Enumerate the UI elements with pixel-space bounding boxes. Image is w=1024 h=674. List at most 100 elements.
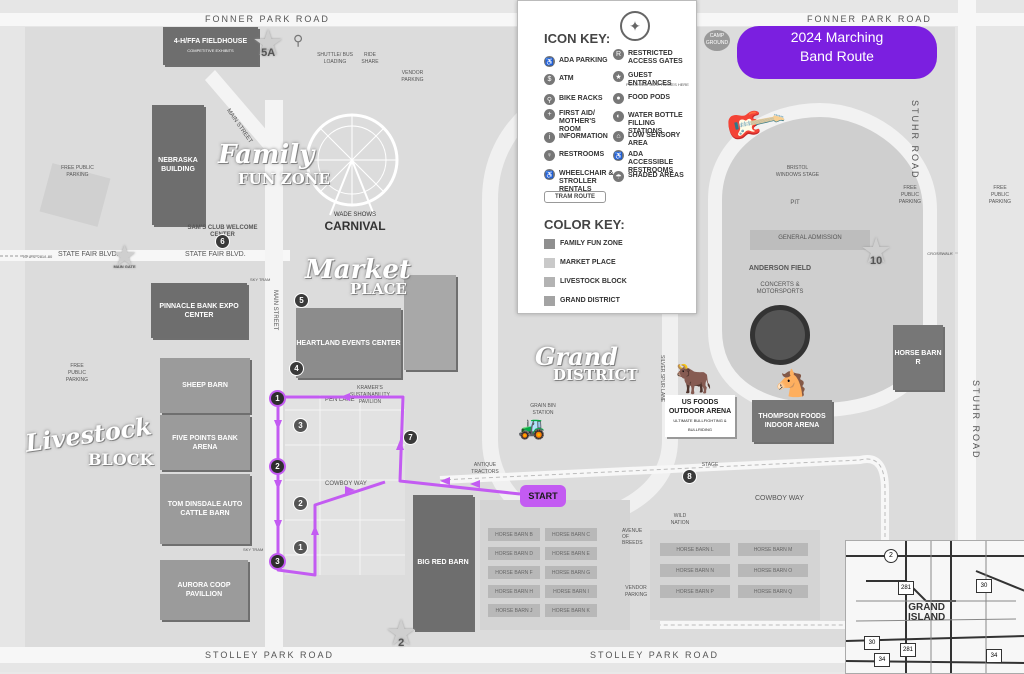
food-pod-5-label: 5 [299, 296, 304, 305]
route-start-marker[interactable]: START [520, 485, 566, 507]
zone-market-subtitle: PLACE [350, 280, 407, 298]
road-label-pen-lane: PEN LANE [325, 397, 355, 403]
label-grain-bin: GRAIN BIN STATION [530, 403, 556, 416]
us-foods-label: US FOODS OUTDOOR ARENA [668, 399, 732, 415]
icon-key-label: LOW SENSORY AREA [628, 132, 681, 147]
icon-key-label: ATM [559, 75, 574, 82]
label-stage: STAGE [701, 462, 719, 468]
guest-entrance-icon: ★ [613, 71, 624, 82]
label-vendor-parking: VENDOR PARKING [401, 70, 424, 83]
route-stop-2-label: 2 [275, 462, 280, 471]
combine-icon: 🚜 [518, 415, 546, 440]
icon-key-label: FIRST AID/ MOTHER'S ROOM [559, 110, 596, 133]
building-big-red-barn[interactable]: BIG RED BARN [413, 495, 473, 630]
route-stop-1-label: 1 [275, 394, 280, 403]
route-stop-1[interactable]: 1 [269, 390, 286, 407]
map-legend: ICON KEY: ✦ ♿ADA PARKING$ATM⚲BIKE RACKS+… [517, 0, 697, 314]
zone-grand-title: Grand [535, 342, 618, 371]
route-title-line1: 2024 Marching [790, 29, 884, 45]
label-crosswalk: CROSSWALK [927, 251, 953, 256]
building-aurora-coop[interactable]: AURORA COOP PAVILLION [160, 560, 248, 620]
icon-key-label: WATER BOTTLE FILLING STATIONS [628, 112, 683, 135]
icon-key-title: ICON KEY: [544, 31, 611, 46]
horse-barn[interactable]: HORSE BARN K [545, 604, 597, 617]
horse-barn[interactable]: HORSE BARN D [488, 547, 540, 560]
horse-barn[interactable]: HORSE BARN G [545, 566, 597, 579]
label-ride-share: RIDE SHARE [361, 52, 379, 65]
label-vendor-parking-low: VENDOR PARKING [625, 585, 648, 598]
food-pod-8[interactable]: 8 [682, 469, 697, 484]
building-heartland[interactable]: HEARTLAND EVENTS CENTER [296, 308, 401, 378]
building-sheep[interactable]: SHEEP BARN [160, 358, 250, 413]
horse-barn[interactable]: HORSE BARN H [488, 585, 540, 598]
label-free-parking-left: FREE PUBLIC PARKING [61, 165, 94, 178]
gate-2-star[interactable]: ★2 [385, 615, 417, 651]
horse-barn[interactable]: HORSE BARN I [545, 585, 597, 598]
restricted-access-icon: R [613, 49, 624, 60]
gate-10-star[interactable]: ★10 [860, 233, 892, 269]
label-sky-tram-lower: SKY TRAM [243, 547, 264, 552]
horse-barn[interactable]: HORSE BARN B [488, 528, 540, 541]
horse-barn[interactable]: HORSE BARN M [738, 543, 808, 556]
zone-family-title: Family [218, 140, 315, 170]
building-nebraska[interactable]: NEBRASKA BUILDING [152, 105, 204, 225]
color-key-swatch [544, 296, 555, 306]
road-label-fonner-right: FONNER PARK ROAD [807, 14, 932, 24]
route-stop-3-label: 3 [275, 557, 280, 566]
atm-icon: $ [544, 74, 555, 85]
building-thompson[interactable]: THOMPSON FOODS INDOOR ARENA [752, 400, 832, 442]
road-label-stolley-left: STOLLEY PARK ROAD [205, 650, 335, 660]
horse-barn[interactable]: HORSE BARN L [660, 543, 730, 556]
route-stop-2[interactable]: 2 [269, 458, 286, 475]
horse-barn[interactable]: HORSE BARN E [545, 547, 597, 560]
icon-key-label: RESTRICTED ACCESS GATES [628, 50, 683, 65]
sheep-label: SHEEP BARN [182, 382, 228, 389]
ada-restrooms-icon: ♿ [613, 150, 624, 161]
wheelchair-stroller-icon: ♿ [544, 169, 555, 180]
building-five-points[interactable]: FIVE POINTS BANK ARENA [160, 415, 250, 470]
label-general-admission: GENERAL ADMISSION [778, 235, 842, 241]
icon-key-label: BIKE RACKS [559, 95, 603, 102]
market-marker-3-label: 3 [298, 421, 303, 430]
tire-icon [750, 305, 810, 365]
building-pinnacle[interactable]: PINNACLE BANK EXPO CENTER [151, 283, 247, 338]
road-label-cowboy-way-left: COWBOY WAY [325, 481, 367, 487]
horse-barn-r-label: HORSE BARN R [894, 349, 942, 366]
horse-barn[interactable]: HORSE BARN Q [738, 585, 808, 598]
food-pod-4-label: 4 [294, 364, 299, 373]
building-tom-dinsdale[interactable]: TOM DINSDALE AUTO CATTLE BARN [160, 474, 250, 544]
food-pods-icon: ● [613, 93, 624, 104]
label-free-parking-low: FREE PUBLIC PARKING [65, 363, 89, 383]
inset-route-2-shield: 2 [884, 549, 898, 563]
label-carnival-line1: WADE SHOWS [333, 212, 377, 218]
tram-route-key: TRAM ROUTE [544, 191, 606, 203]
food-pod-7[interactable]: 7 [403, 430, 418, 445]
label-pit: PIT [790, 200, 800, 206]
food-pod-6[interactable]: 6 [215, 234, 230, 249]
horse-barn[interactable]: HORSE BARN O [738, 564, 808, 577]
road-label-state-fair-left: STATE FAIR BLVD. [58, 251, 119, 258]
market-marker-2: 2 [293, 496, 308, 511]
horse-barn[interactable]: HORSE BARN C [545, 528, 597, 541]
label-shuttle: SHUTTLE/ BUS LOADING [317, 52, 353, 65]
inset-route-34b-shield: 34 [986, 649, 1002, 663]
route-stop-3[interactable]: 3 [269, 553, 286, 570]
gate-10-label: 10 [870, 255, 883, 267]
zone-grand-subtitle: DISTRICT [553, 366, 638, 384]
horse-barn[interactable]: HORSE BARN F [488, 566, 540, 579]
main-gate-star[interactable]: ★MAIN GATE [112, 238, 137, 274]
horse-icon: 🐴 [775, 368, 808, 398]
horse-barn[interactable]: HORSE BARN J [488, 604, 540, 617]
food-pod-4[interactable]: 4 [289, 361, 304, 376]
shaded-areas-icon: ☂ [613, 171, 624, 182]
building-horse-barn-r[interactable]: HORSE BARN R [893, 325, 943, 390]
gate-5a-star[interactable]: ★5A [252, 25, 284, 61]
icon-key-label: SHADED AREAS [628, 172, 684, 179]
horse-barn[interactable]: HORSE BARN P [660, 585, 730, 598]
icon-key-label: INFORMATION [559, 133, 608, 140]
horse-barn[interactable]: HORSE BARN N [660, 564, 730, 577]
road-label-state-fair-mid: STATE FAIR BLVD. [185, 251, 246, 258]
food-pod-5[interactable]: 5 [294, 293, 309, 308]
